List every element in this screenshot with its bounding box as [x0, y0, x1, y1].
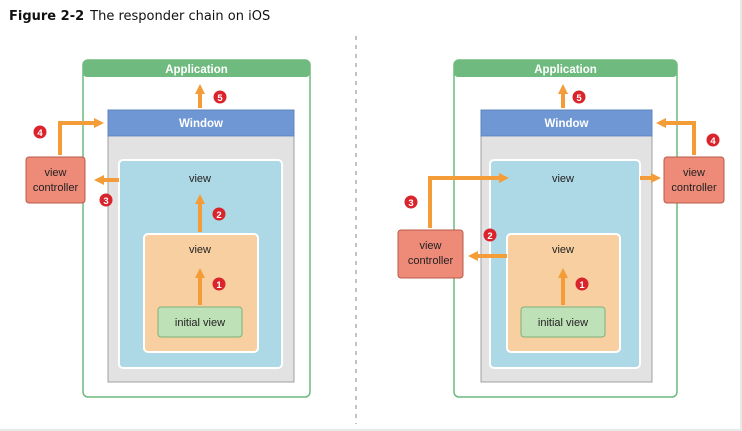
- svg-text:4: 4: [37, 128, 43, 139]
- svg-text:3: 3: [408, 198, 413, 209]
- left-view-controller-line1: view: [44, 167, 66, 179]
- figure-number: Figure 2-2: [9, 9, 85, 24]
- left-step-badge-1: 1: [212, 277, 226, 291]
- right-step-badge-4: 4: [706, 133, 720, 147]
- right-outer-view-label: view: [552, 173, 574, 185]
- right-view-controller-upper-line1: view: [683, 167, 705, 179]
- left-outer-view-label: view: [189, 173, 211, 185]
- left-initial-view: [157, 306, 243, 338]
- left-arrows: [58, 84, 205, 305]
- left-inner-view-label: view: [189, 244, 211, 256]
- right-application-bar: [454, 60, 677, 77]
- left-arrow-step-4: [58, 118, 104, 155]
- svg-text:2: 2: [216, 210, 221, 221]
- left-view-controller: [25, 156, 86, 204]
- svg-text:1: 1: [579, 280, 585, 291]
- right-initial-view: [520, 306, 606, 338]
- right-window-label: Window: [545, 118, 589, 130]
- svg-text:1: 1: [216, 280, 222, 291]
- right-view-controller-upper: [663, 156, 725, 204]
- svg-text:3: 3: [103, 196, 108, 207]
- left-view-controller-line2: controller: [33, 182, 79, 194]
- left-window-label: Window: [179, 118, 223, 130]
- left-step-badge-4: 4: [33, 125, 47, 139]
- right-arrows: [428, 84, 696, 305]
- right-arrow-step-4: [656, 118, 696, 155]
- right-application-label: Application: [534, 64, 597, 76]
- figure-title: The responder chain on iOS: [90, 9, 271, 24]
- left-step-badge-3: 3: [99, 193, 113, 207]
- left-initial-view-label: initial view: [175, 317, 225, 329]
- right-arrow-step-3: [428, 173, 509, 228]
- right-step-badge-3: 3: [404, 195, 418, 209]
- svg-text:5: 5: [576, 93, 582, 104]
- right-step-badge-5: 5: [572, 90, 586, 104]
- svg-text:5: 5: [217, 93, 223, 104]
- right-view-controller-lower: [397, 229, 464, 279]
- right-view-controller-lower-line2: controller: [408, 255, 454, 267]
- left-window-bar: [107, 109, 295, 137]
- svg-text:4: 4: [710, 136, 716, 147]
- left-step-badge-2: 2: [212, 207, 226, 221]
- right-inner-view-label: view: [552, 244, 574, 256]
- right-view-controller-lower-line1: view: [419, 240, 441, 252]
- left-panel: Application Window view view initial vie…: [25, 59, 311, 398]
- left-application-bar: [83, 60, 310, 77]
- left-step-badge-5: 5: [213, 90, 227, 104]
- right-step-badge-2: 2: [483, 228, 497, 242]
- left-application-label: Application: [165, 64, 228, 76]
- right-panel: Application Window view view initial vie…: [397, 59, 725, 398]
- right-step-badge-1: 1: [575, 277, 589, 291]
- right-initial-view-label: initial view: [538, 317, 588, 329]
- right-window-bar: [480, 109, 653, 137]
- right-view-controller-upper-line2: controller: [671, 182, 717, 194]
- svg-text:2: 2: [487, 231, 492, 242]
- figure-caption: Figure 2-2 The responder chain on iOS: [9, 8, 270, 26]
